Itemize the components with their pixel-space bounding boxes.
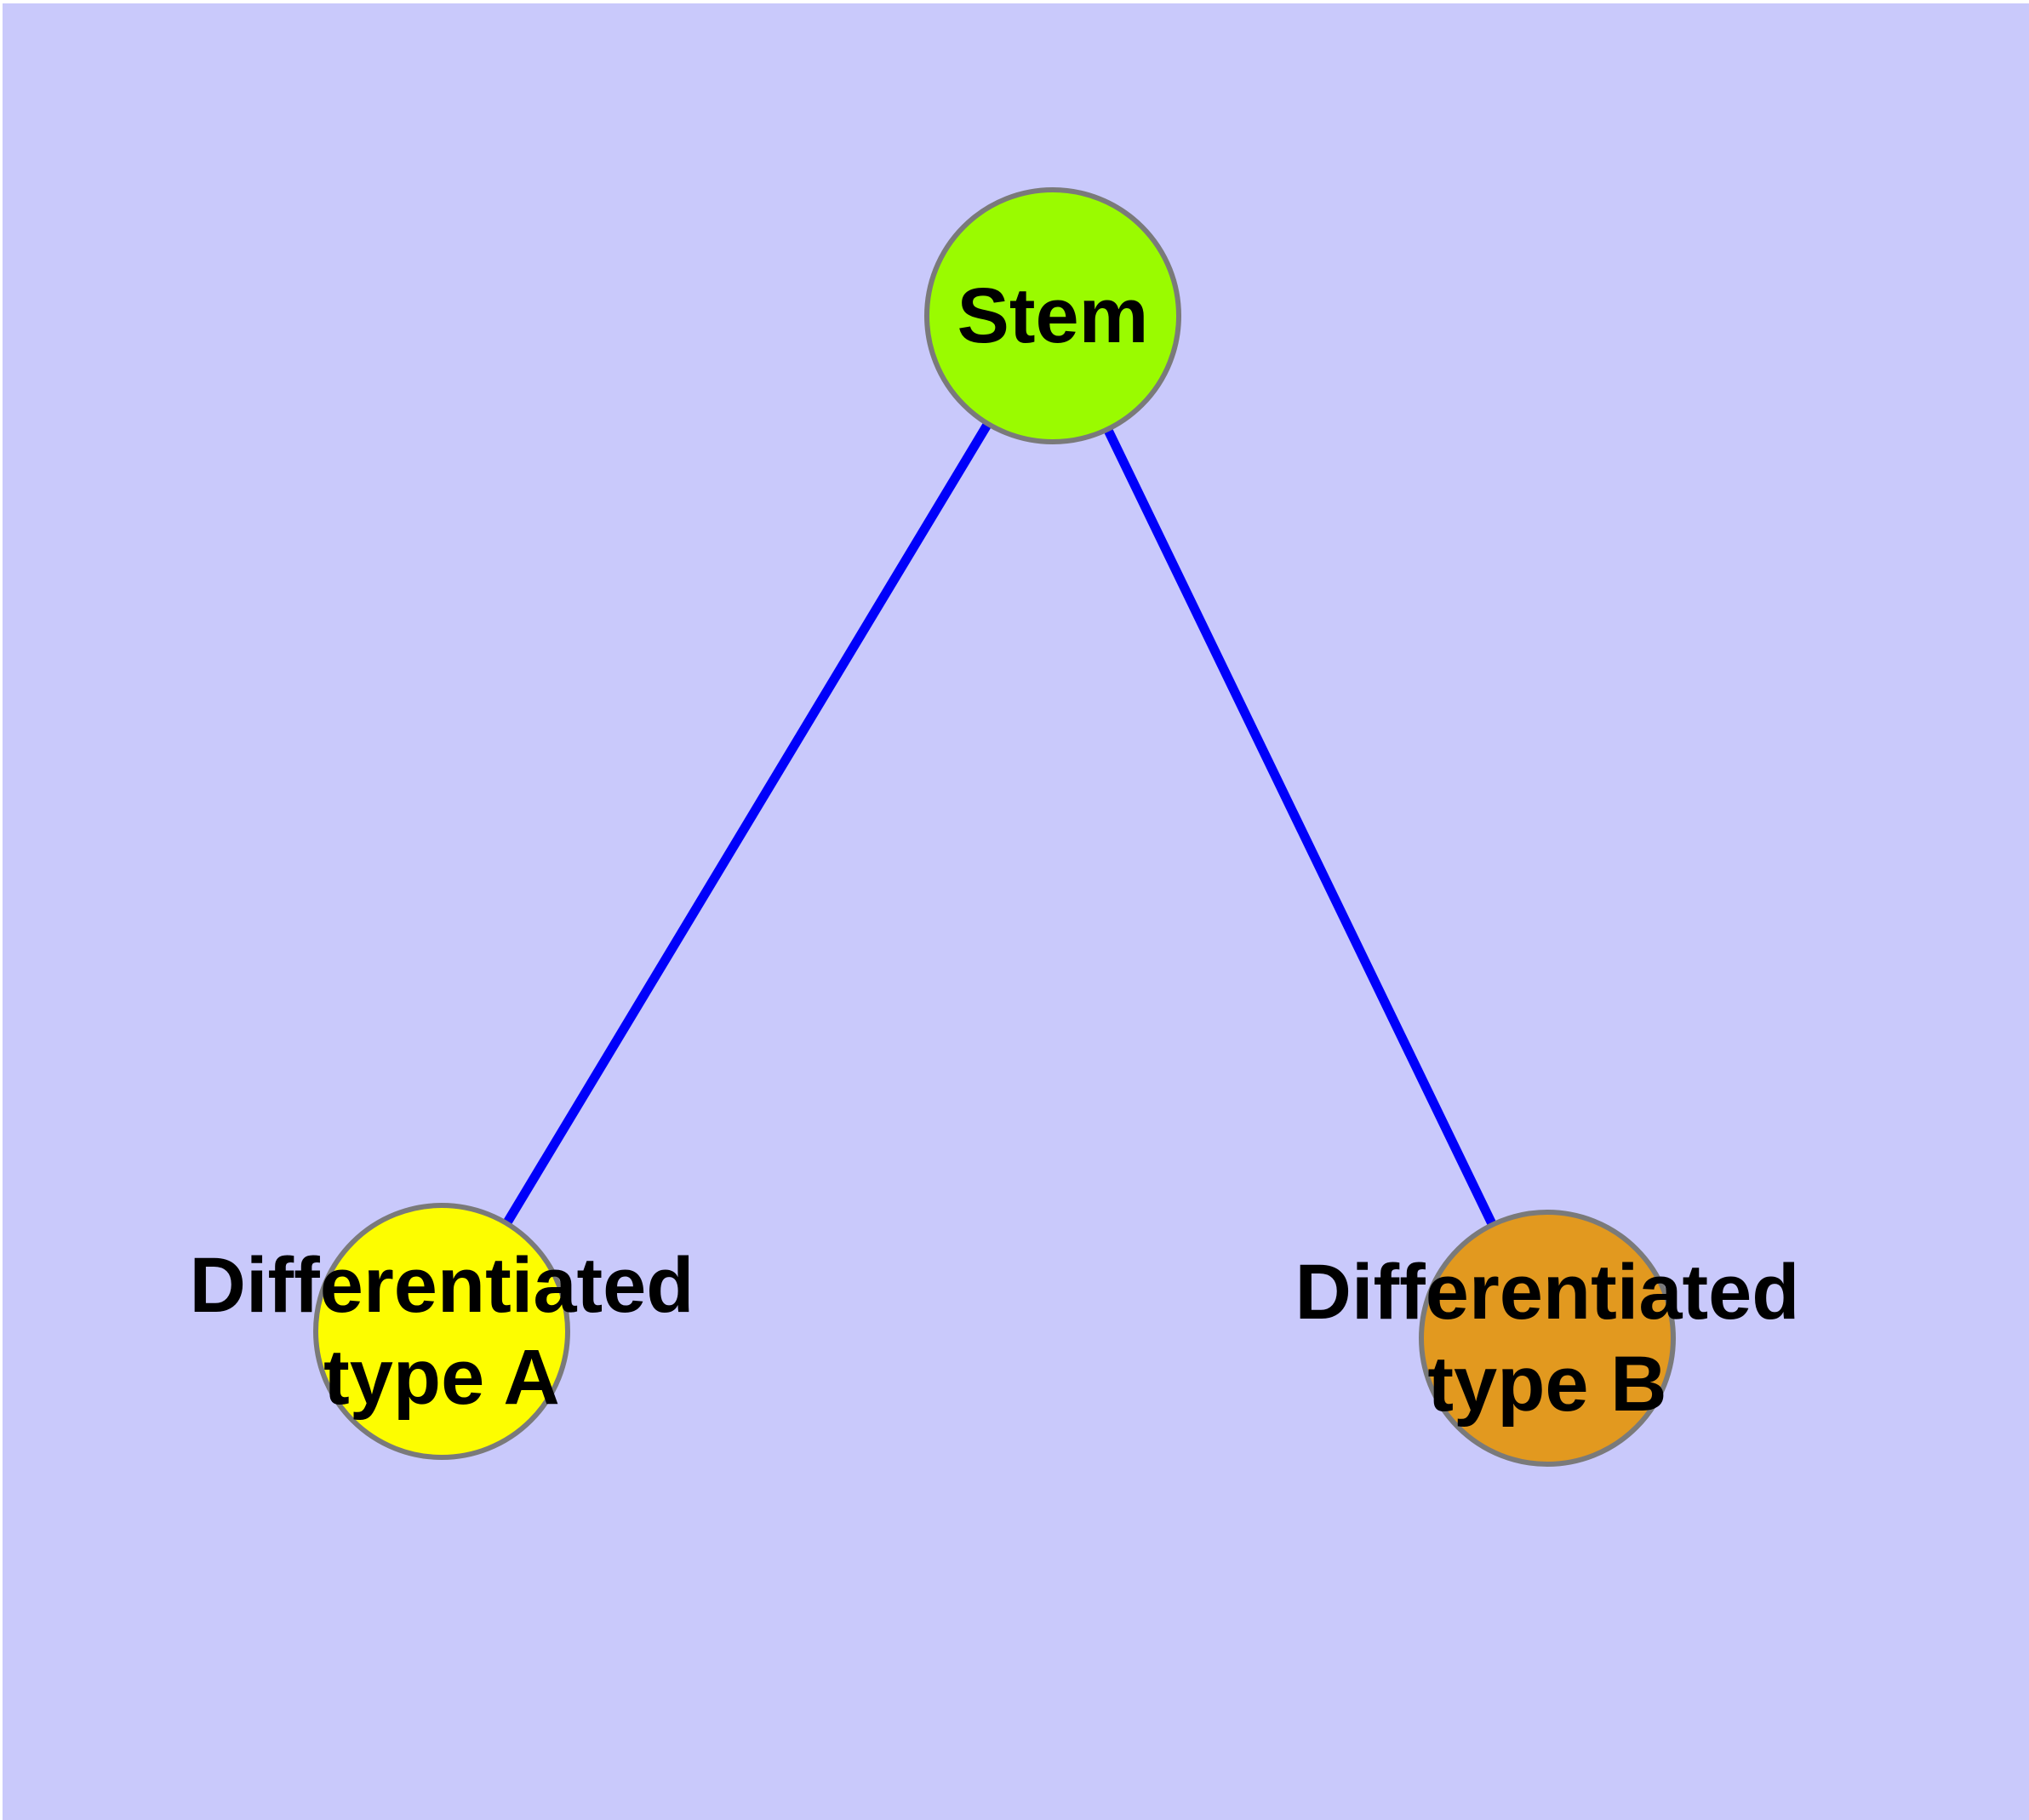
- graph-edges: [437, 313, 1552, 1341]
- node-differentiated-type-a: [313, 1203, 570, 1460]
- node-stem: [924, 187, 1181, 444]
- edge-stem-to-typeA: [437, 313, 1057, 1334]
- node-differentiated-type-b: [1419, 1210, 1676, 1467]
- edge-stem-to-typeB: [1049, 313, 1552, 1341]
- graph-canvas: Stem Differentiated type A Differentiate…: [3, 3, 2029, 1820]
